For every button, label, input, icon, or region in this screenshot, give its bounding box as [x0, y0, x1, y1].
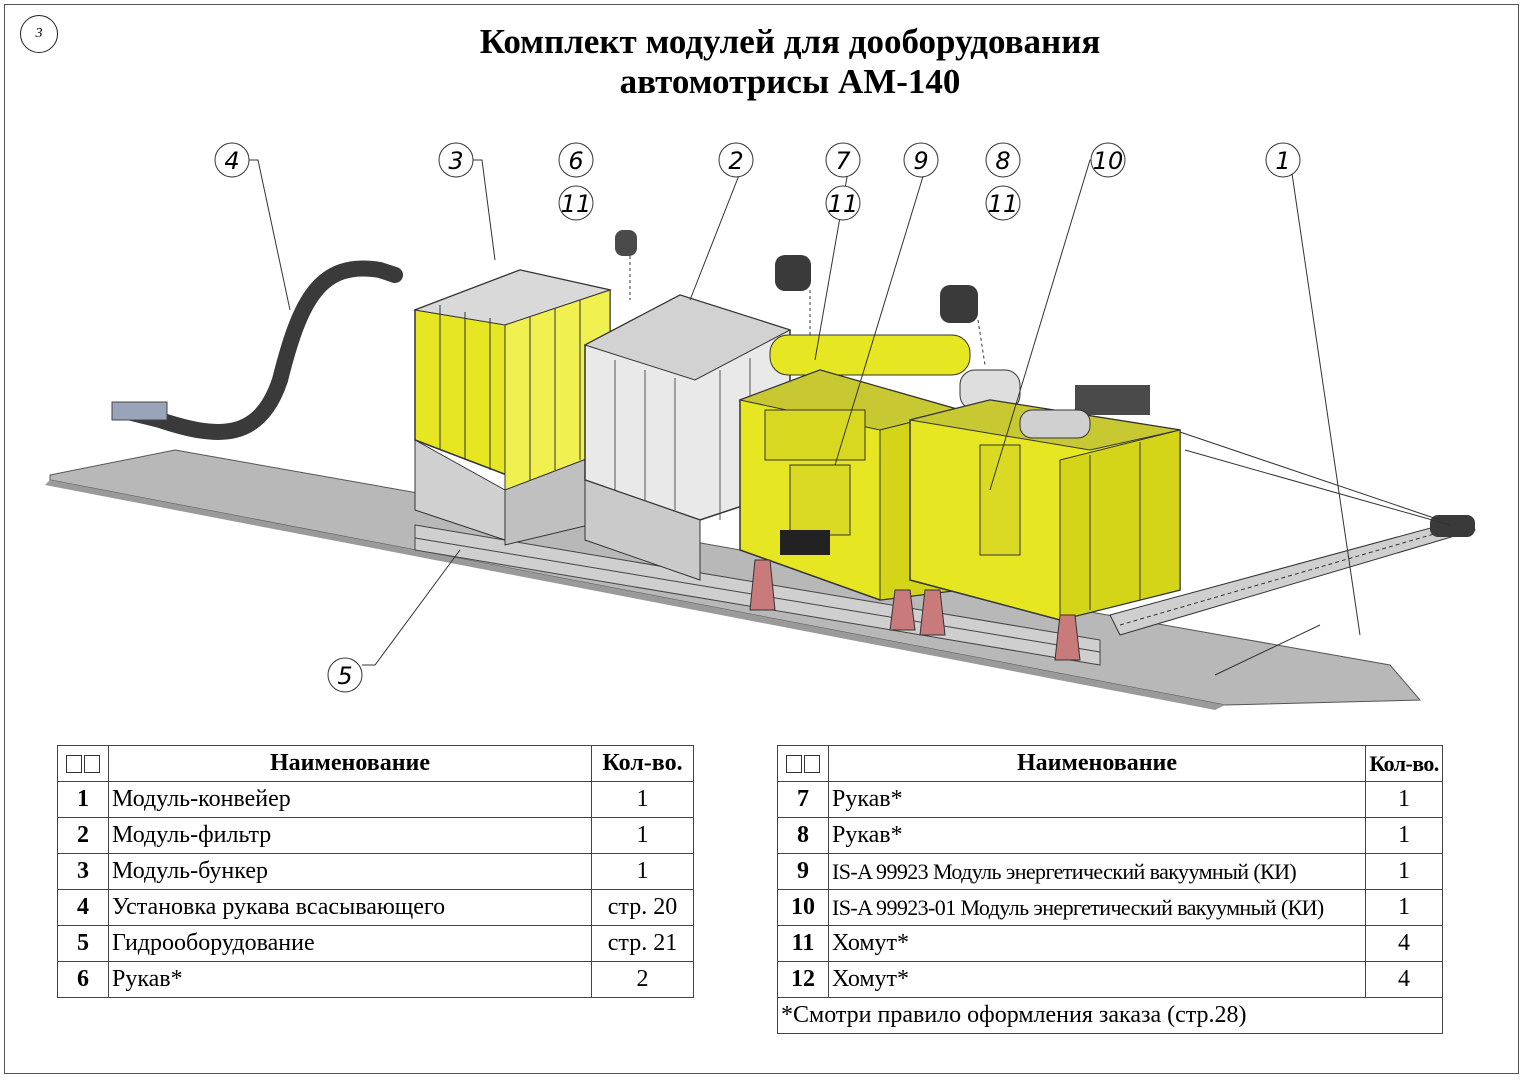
air-duct — [769, 334, 971, 376]
module-conveyor — [1109, 431, 1477, 676]
row-name: IS-A 99923-01 Модуль энергетический ваку… — [828, 889, 1366, 926]
callout-9: 9 — [913, 147, 928, 175]
row-qty: 4 — [1365, 961, 1443, 998]
row-num: 6 — [57, 961, 109, 998]
row-name: Модуль-конвейер — [108, 781, 592, 818]
table-row: 9 IS-A 99923 Модуль энергетический вакуу… — [777, 853, 1443, 890]
header-name: Наименование — [108, 745, 592, 782]
row-name: Рукав* — [108, 961, 592, 998]
row-name: Хомут* — [828, 961, 1366, 998]
header-qty: Кол-во. — [591, 745, 694, 782]
callout-2: 2 — [728, 147, 743, 175]
row-num: 12 — [777, 961, 829, 998]
callout-6: 6 — [568, 147, 583, 175]
callout-3: 3 — [448, 147, 463, 175]
table-row: 6 Рукав* 2 — [57, 961, 694, 998]
callout-5: 5 — [337, 662, 352, 690]
page-number: 3 — [20, 15, 58, 53]
row-qty: 1 — [591, 781, 694, 818]
title-line-1: Комплект модулей для дооборудования — [479, 22, 1101, 61]
row-qty: стр. 21 — [591, 925, 694, 962]
table-header-row: Наименование Кол-во. — [57, 745, 694, 782]
footnote: *Смотри правило оформления заказа (стр.2… — [777, 997, 1443, 1034]
header-qty: Кол-во. — [1365, 745, 1443, 782]
row-qty: 1 — [1365, 853, 1443, 890]
callout-11c: 11 — [988, 190, 1019, 218]
blower-pipe — [1019, 409, 1091, 439]
callout-11a: 11 — [561, 190, 592, 218]
table-row: 8 Рукав* 1 — [777, 817, 1443, 854]
row-name: IS-A 99923 Модуль энергетический вакуумн… — [828, 853, 1366, 890]
row-qty: 1 — [1365, 889, 1443, 926]
callout-7: 7 — [835, 147, 851, 175]
row-qty: 1 — [591, 853, 694, 890]
title-line-2: автомотрисы АМ-140 — [619, 62, 961, 101]
row-num: 2 — [57, 817, 109, 854]
table-row: 11 Хомут* 4 — [777, 925, 1443, 962]
table-row: 3 Модуль-бункер 1 — [57, 853, 694, 890]
header-num — [777, 745, 829, 782]
row-qty: 1 — [1365, 817, 1443, 854]
row-num: 10 — [777, 889, 829, 926]
table-row: 1 Модуль-конвейер 1 — [57, 781, 694, 818]
module-bunker — [413, 269, 612, 546]
exhaust-cover — [1075, 385, 1150, 415]
callout-11b: 11 — [828, 190, 859, 218]
callout-8: 8 — [995, 147, 1010, 175]
table-row: 7 Рукав* 1 — [777, 781, 1443, 818]
row-qty: 4 — [1365, 925, 1443, 962]
row-num: 11 — [777, 925, 829, 962]
row-name: Установка рукава всасывающего — [108, 889, 592, 926]
row-qty: 2 — [591, 961, 694, 998]
row-name: Модуль-фильтр — [108, 817, 592, 854]
table-row: 12 Хомут* 4 — [777, 961, 1443, 998]
row-num: 7 — [777, 781, 829, 818]
row-num: 8 — [777, 817, 829, 854]
hose-item-6 — [615, 230, 637, 256]
spec-table-left: Наименование Кол-во. 1 Модуль-конвейер 1… — [57, 745, 694, 998]
spec-table-right: Наименование Кол-во. 7 Рукав* 1 8 Рукав*… — [777, 745, 1443, 1034]
row-name: Хомут* — [828, 925, 1366, 962]
row-num: 5 — [57, 925, 109, 962]
callout-labels: 4 3 6 11 2 7 11 9 8 11 10 1 5 — [214, 142, 1301, 693]
callout-1: 1 — [1275, 147, 1290, 175]
header-name: Наименование — [828, 745, 1366, 782]
suction-hose — [112, 260, 403, 440]
module-energy-10 — [909, 385, 1181, 621]
table-row: 10 IS-A 99923-01 Модуль энергетический в… — [777, 889, 1443, 926]
row-num: 9 — [777, 853, 829, 890]
header-num — [57, 745, 109, 782]
page-frame — [4, 4, 1519, 1074]
row-name: Рукав* — [828, 781, 1366, 818]
base-platform-shadow — [45, 480, 1225, 710]
page-title: Комплект модулей для дооборудования авто… — [300, 22, 1280, 102]
table-header-row: Наименование Кол-во. — [777, 745, 1443, 782]
row-num: 4 — [57, 889, 109, 926]
row-num: 3 — [57, 853, 109, 890]
callout-10: 10 — [1093, 147, 1124, 175]
row-name: Модуль-бункер — [108, 853, 592, 890]
footnote-row: *Смотри правило оформления заказа (стр.2… — [777, 997, 1443, 1034]
row-qty: 1 — [1365, 781, 1443, 818]
row-qty: 1 — [591, 817, 694, 854]
assembly-drawing: 4 3 6 11 2 7 11 9 8 11 10 1 5 — [45, 142, 1477, 710]
table-row: 5 Гидрооборудование стр. 21 — [57, 925, 694, 962]
module-filter — [583, 294, 792, 581]
row-name: Гидрооборудование — [108, 925, 592, 962]
callout-4: 4 — [224, 147, 239, 175]
hose-item-7 — [775, 255, 811, 291]
row-num: 1 — [57, 781, 109, 818]
hose-intake-pipe — [111, 401, 168, 421]
hose-item-8 — [940, 285, 978, 323]
table-row: 4 Установка рукава всасывающего стр. 20 — [57, 889, 694, 926]
row-name: Рукав* — [828, 817, 1366, 854]
row-qty: стр. 20 — [591, 889, 694, 926]
table-row: 2 Модуль-фильтр 1 — [57, 817, 694, 854]
